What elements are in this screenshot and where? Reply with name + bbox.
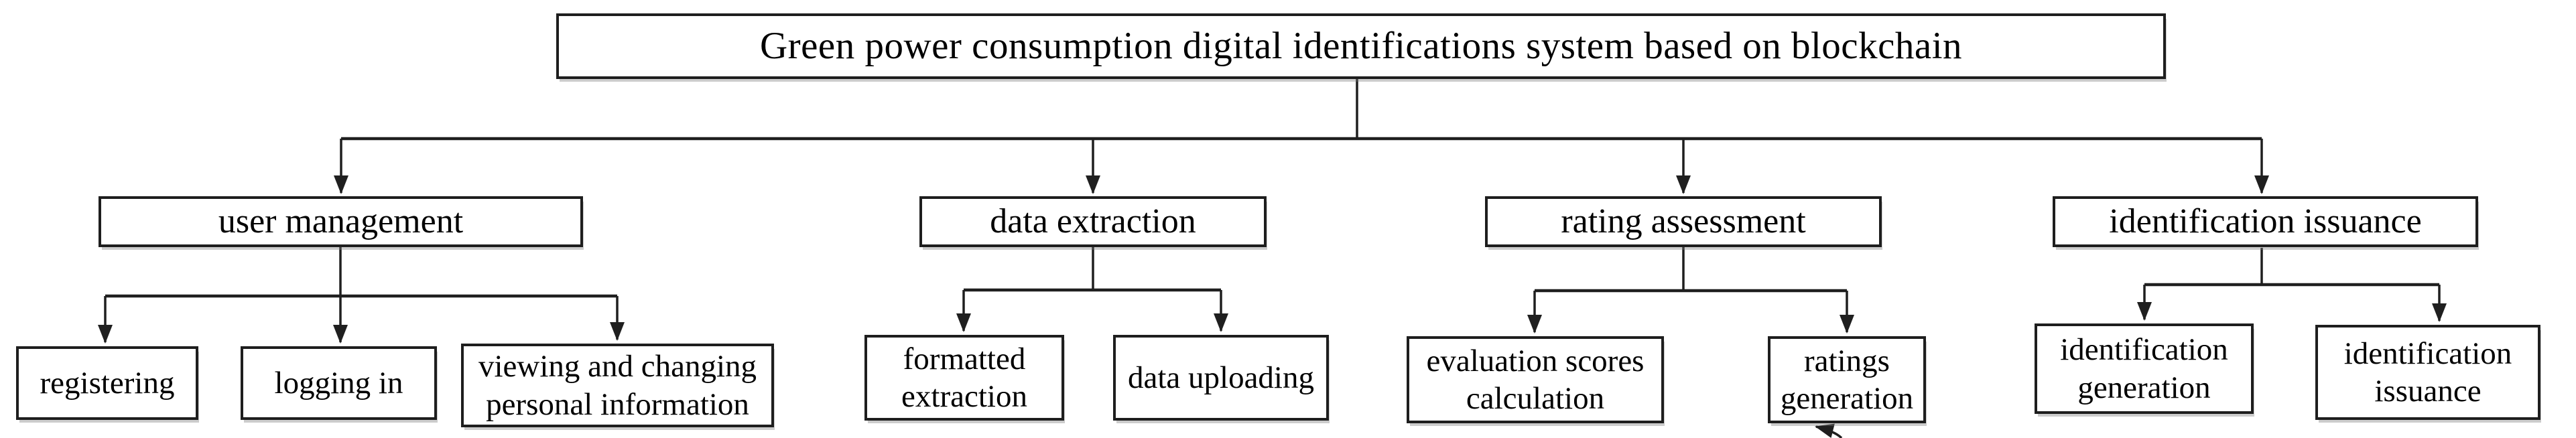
node-data-uploading-label: data uploading bbox=[1127, 360, 1314, 395]
connector-root-to-level2 bbox=[334, 79, 2269, 194]
node-registering: registering bbox=[16, 346, 198, 420]
node-viewing-changing-personal-information: viewing and changing personal informatio… bbox=[461, 344, 774, 427]
node-evaluation-scores-calculation-label: evaluation scores calculation bbox=[1426, 343, 1645, 416]
node-data-uploading: data uploading bbox=[1113, 335, 1329, 421]
node-identification-issuance-child-label: identification issuance bbox=[2343, 336, 2512, 409]
node-data-extraction: data extraction bbox=[919, 196, 1267, 247]
node-identification-generation: identification generation bbox=[2035, 323, 2254, 414]
node-root: Green power consumption digital identifi… bbox=[556, 13, 2166, 79]
connector-rating-assessment-children bbox=[1527, 247, 1854, 334]
node-ratings-generation: ratings generation bbox=[1768, 336, 1926, 423]
node-logging-in-label: logging in bbox=[274, 365, 403, 400]
node-identification-issuance: identification issuance bbox=[2053, 196, 2478, 247]
node-registering-label: registering bbox=[40, 365, 175, 400]
node-viewing-changing-personal-information-label: viewing and changing personal informatio… bbox=[478, 349, 757, 422]
connector-identification-issuance-children bbox=[2137, 248, 2447, 322]
node-formatted-extraction-label: formatted extraction bbox=[901, 341, 1027, 414]
connector-data-extraction-children bbox=[956, 247, 1228, 332]
node-root-label: Green power consumption digital identifi… bbox=[759, 24, 1963, 67]
node-identification-issuance-child: identification issuance bbox=[2315, 325, 2540, 420]
node-rating-assessment: rating assessment bbox=[1485, 196, 1882, 247]
node-rating-assessment-label: rating assessment bbox=[1561, 202, 1806, 240]
node-formatted-extraction: formatted extraction bbox=[864, 335, 1064, 421]
node-ratings-generation-label: ratings generation bbox=[1780, 343, 1914, 416]
connector-user-management-children bbox=[98, 247, 625, 344]
node-logging-in: logging in bbox=[241, 346, 437, 420]
node-evaluation-scores-calculation: evaluation scores calculation bbox=[1407, 336, 1664, 423]
node-user-management-label: user management bbox=[218, 202, 464, 240]
stray-arrow bbox=[1815, 423, 1843, 438]
node-identification-issuance-label: identification issuance bbox=[2109, 202, 2422, 240]
node-identification-generation-label: identification generation bbox=[2060, 332, 2228, 405]
node-user-management: user management bbox=[99, 196, 583, 247]
node-data-extraction-label: data extraction bbox=[990, 202, 1196, 240]
